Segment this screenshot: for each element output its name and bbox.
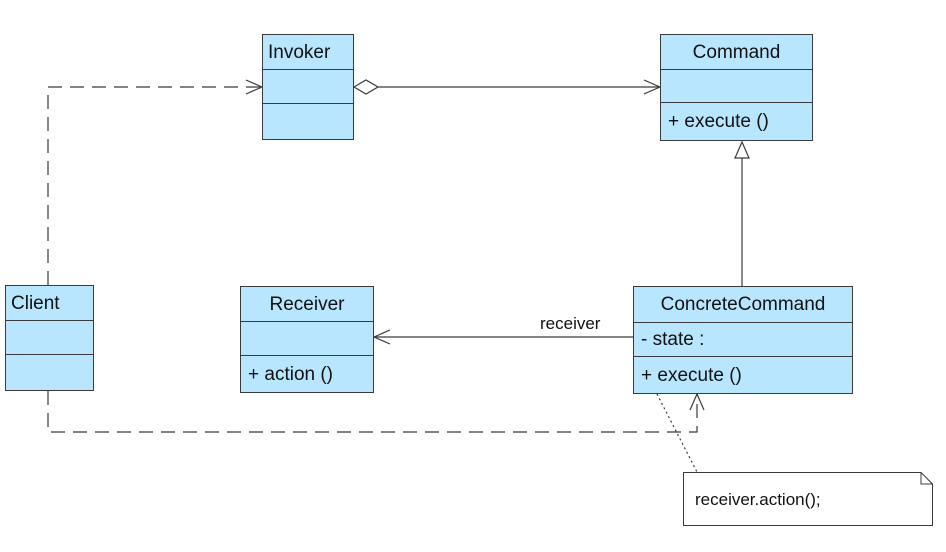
class-invoker-operations — [263, 103, 353, 139]
dependency-line-invoker — [47, 86, 262, 285]
class-command-name: Command — [692, 41, 781, 63]
association-concrete-receiver — [372, 329, 633, 345]
class-invoker[interactable]: Invoker — [262, 34, 354, 140]
class-command-attributes — [661, 69, 812, 102]
class-client-name: Client — [11, 292, 60, 314]
association-role-label: receiver — [540, 314, 601, 333]
class-client[interactable]: Client — [5, 285, 94, 391]
note-box[interactable]: receiver.action(); — [683, 472, 933, 526]
class-receiver-attributes — [241, 321, 373, 355]
class-concrete-command[interactable]: ConcreteCommand - state : + execute () — [633, 286, 853, 394]
class-concrete-command-operation: + execute () — [634, 356, 852, 393]
generalization-concrete-command — [734, 140, 750, 286]
class-receiver-operation: + action () — [241, 355, 373, 392]
dependency-arrowhead-concrete — [689, 392, 705, 411]
note-shape — [683, 472, 933, 526]
class-command[interactable]: Command + execute () — [660, 34, 813, 141]
note-anchor-line — [656, 393, 698, 473]
class-receiver[interactable]: Receiver + action () — [240, 286, 374, 393]
class-client-operations — [6, 354, 93, 390]
note-text: receiver.action(); — [695, 490, 821, 509]
generalization-triangle — [734, 140, 750, 159]
dependency-line-concrete — [47, 391, 698, 433]
class-invoker-name: Invoker — [268, 41, 331, 63]
aggregation-diamond — [352, 79, 380, 95]
class-receiver-name: Receiver — [269, 293, 345, 315]
class-concrete-command-name: ConcreteCommand — [660, 294, 826, 315]
association-arrowhead — [372, 329, 391, 345]
aggregation-invoker-command — [352, 79, 662, 95]
dependency-client-invoker — [47, 79, 264, 285]
dependency-client-concrete — [47, 391, 705, 433]
class-command-operation: + execute () — [661, 102, 812, 140]
class-concrete-command-attribute: - state : — [634, 322, 852, 356]
class-invoker-attributes — [263, 69, 353, 103]
class-client-attributes — [6, 320, 93, 354]
